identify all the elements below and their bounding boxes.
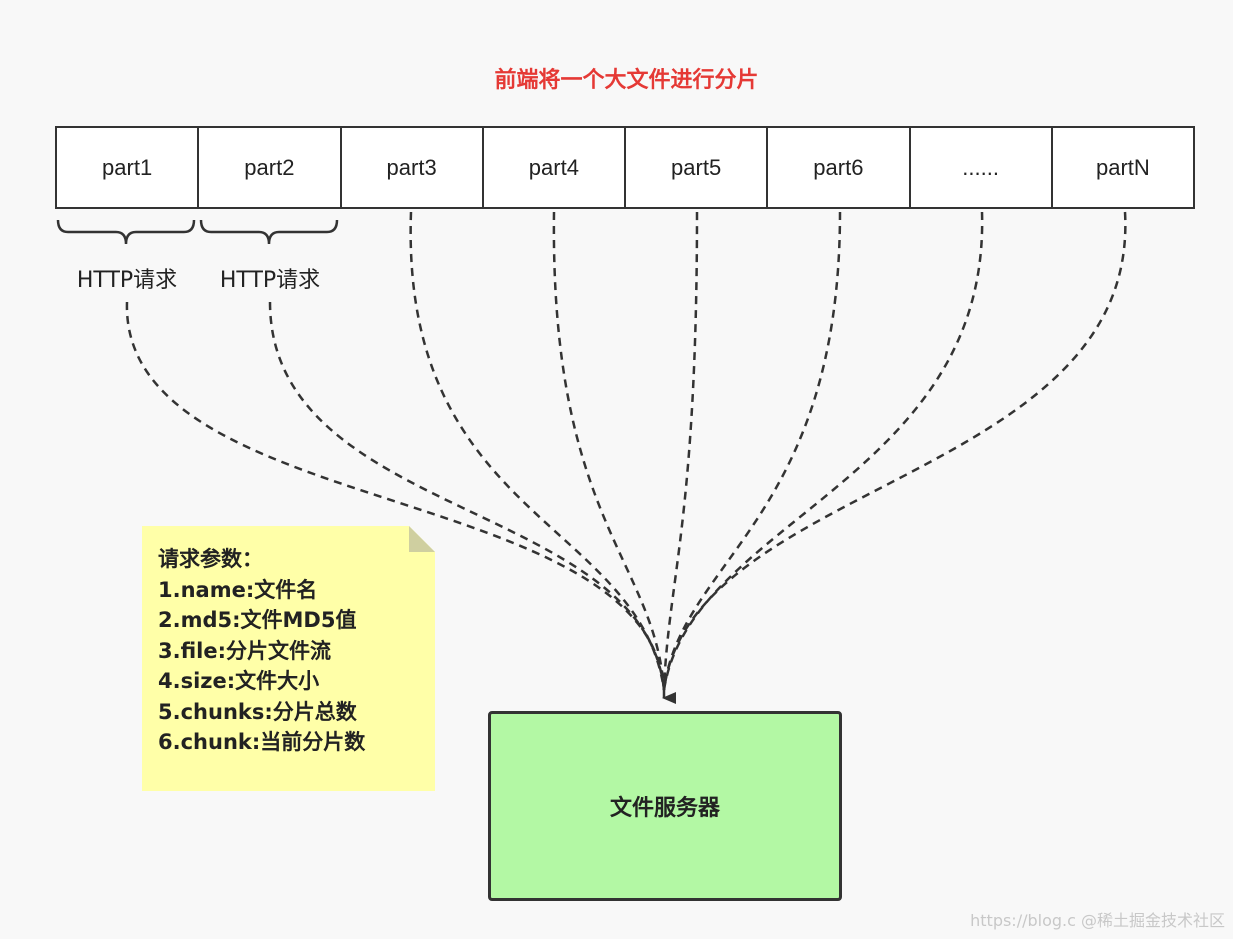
part-cell-4: part4 [484, 128, 626, 207]
diagram-title: 前端将一个大文件进行分片 [494, 68, 759, 93]
note-item-name: 1.name:文件名 [158, 577, 318, 602]
connector-part4 [552, 211, 666, 691]
file-parts-row: part1 part2 part3 part4 part5 part6 ....… [55, 126, 1195, 209]
request-params-note [142, 526, 435, 791]
brace-part1 [56, 219, 196, 245]
connector-partn [662, 211, 1127, 691]
connector-part1 [125, 301, 666, 691]
file-server-box: 文件服务器 [488, 711, 842, 901]
note-item-size: 4.size:文件大小 [158, 669, 320, 693]
part-cell-2: part2 [199, 128, 342, 207]
connector-part2 [268, 301, 666, 691]
connector-ellipsis [662, 211, 984, 691]
part-cell-1: part1 [57, 128, 200, 207]
connector-part6 [662, 211, 842, 691]
note-item-chunks: 5.chunks:分片总数 [158, 699, 357, 724]
note-heading: 请求参数： [158, 547, 263, 571]
connector-part5 [662, 211, 699, 691]
http-request-label-1: HTTP请求 [76, 268, 178, 293]
file-server-label: 文件服务器 [609, 796, 720, 821]
part-cell-5: part5 [626, 128, 769, 207]
part-cell-n: partN [1095, 154, 1150, 180]
note-item-chunk: 6.chunk:当前分片数 [158, 730, 366, 754]
part-cell-ellipsis: ...... [911, 128, 1053, 207]
watermark: https://blog.c @稀土掘金技术社区 [970, 911, 1225, 930]
brace-part2 [199, 219, 339, 245]
note-item-file: 3.file:分片文件流 [158, 638, 331, 663]
connector-part3 [409, 211, 666, 691]
request-params-text: 请求参数： 1.name:文件名 2.md5:文件MD5值 3.file:分片文… [158, 544, 365, 758]
http-request-label-2: HTTP请求 [219, 268, 321, 293]
note-item-md5: 2.md5:文件MD5值 [158, 608, 357, 632]
part-cell-6: part6 [768, 128, 911, 207]
part-cell-3: part3 [342, 128, 484, 207]
